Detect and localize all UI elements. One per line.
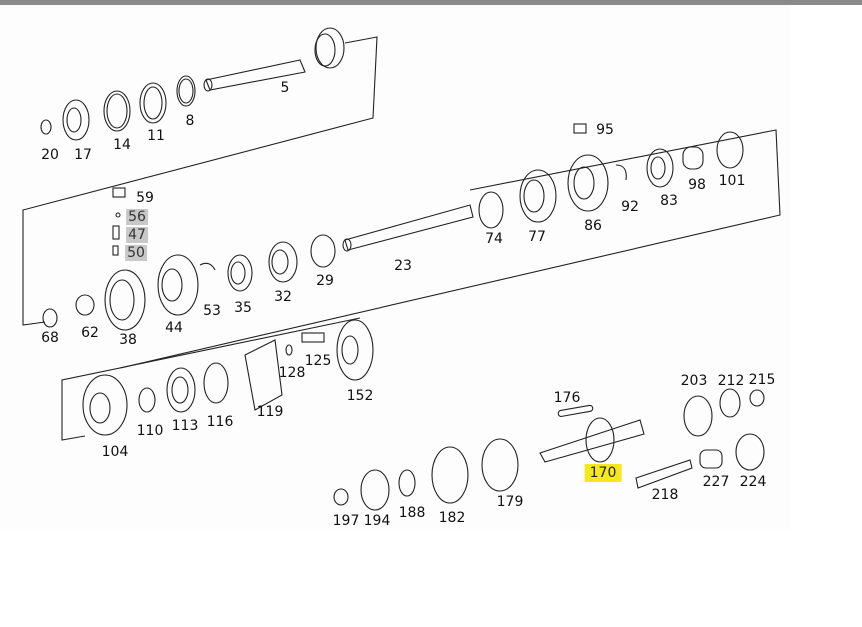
part-label-170[interactable]: 170 — [584, 464, 622, 482]
mainshaft-gears-icon — [42, 123, 744, 331]
part-label-38[interactable]: 38 — [119, 332, 137, 348]
part-label-179[interactable]: 179 — [496, 494, 524, 510]
part-label-62[interactable]: 62 — [81, 325, 99, 341]
window-top-bar — [0, 0, 862, 5]
part-label-101[interactable]: 101 — [718, 173, 746, 189]
part-label-77[interactable]: 77 — [528, 229, 546, 245]
part-label-104[interactable]: 104 — [101, 444, 129, 460]
part-label-197[interactable]: 197 — [332, 513, 360, 529]
part-label-35[interactable]: 35 — [234, 300, 252, 316]
parts-diagram — [0, 5, 790, 530]
part-label-47[interactable]: 47 — [126, 227, 148, 243]
exploded-view-drawing — [22, 27, 781, 511]
part-label-182[interactable]: 182 — [438, 510, 466, 526]
part-label-95[interactable]: 95 — [596, 122, 614, 138]
part-label-83[interactable]: 83 — [660, 193, 678, 209]
part-label-125[interactable]: 125 — [304, 353, 332, 369]
part-label-92[interactable]: 92 — [621, 199, 639, 215]
part-label-203[interactable]: 203 — [680, 373, 708, 389]
part-label-188[interactable]: 188 — [398, 505, 426, 521]
part-label-215[interactable]: 215 — [748, 372, 776, 388]
part-label-218[interactable]: 218 — [651, 487, 679, 503]
part-label-212[interactable]: 212 — [717, 373, 745, 389]
part-label-56[interactable]: 56 — [126, 209, 148, 225]
group-frame-lower — [61, 317, 361, 441]
part-label-11[interactable]: 11 — [147, 128, 165, 144]
input-shaft-icon — [203, 27, 345, 92]
part-label-227[interactable]: 227 — [702, 474, 730, 490]
part-label-50[interactable]: 50 — [125, 245, 147, 261]
part-label-32[interactable]: 32 — [274, 289, 292, 305]
part-label-176[interactable]: 176 — [553, 390, 581, 406]
part-label-116[interactable]: 116 — [206, 414, 234, 430]
part-label-44[interactable]: 44 — [165, 320, 183, 336]
group-frame-upper — [22, 36, 378, 326]
part-label-119[interactable]: 119 — [256, 404, 284, 420]
part-label-23[interactable]: 23 — [394, 258, 412, 274]
part-label-86[interactable]: 86 — [584, 218, 602, 234]
part-label-113[interactable]: 113 — [171, 418, 199, 434]
part-label-110[interactable]: 110 — [136, 423, 164, 439]
part-label-29[interactable]: 29 — [316, 273, 334, 289]
part-label-152[interactable]: 152 — [346, 388, 374, 404]
part-label-98[interactable]: 98 — [688, 177, 706, 193]
part-label-194[interactable]: 194 — [363, 513, 391, 529]
rings-icon — [40, 75, 196, 141]
part-label-53[interactable]: 53 — [203, 303, 221, 319]
part-label-68[interactable]: 68 — [41, 330, 59, 346]
part-label-17[interactable]: 17 — [74, 147, 92, 163]
countershaft-gears-icon — [82, 319, 765, 511]
part-label-20[interactable]: 20 — [41, 147, 59, 163]
part-label-14[interactable]: 14 — [113, 137, 131, 153]
part-label-128[interactable]: 128 — [278, 365, 306, 381]
part-label-8[interactable]: 8 — [185, 113, 195, 129]
part-label-224[interactable]: 224 — [739, 474, 767, 490]
group-frame-middle — [119, 129, 781, 369]
part-label-74[interactable]: 74 — [485, 231, 503, 247]
part-label-5[interactable]: 5 — [280, 80, 290, 96]
part-label-59[interactable]: 59 — [136, 190, 154, 206]
